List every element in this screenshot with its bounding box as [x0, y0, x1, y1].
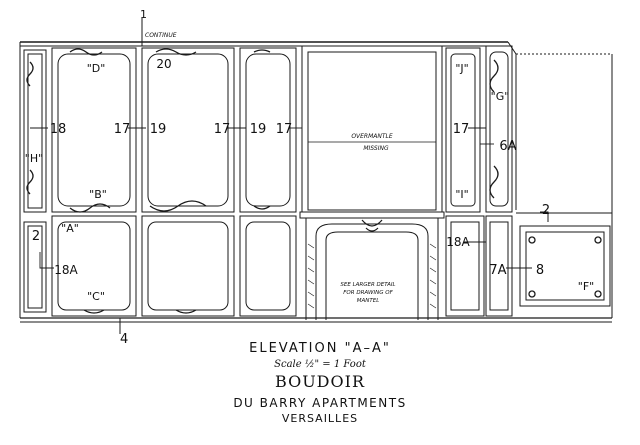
callout-n17-d: 17 [453, 122, 470, 137]
panel-c-frame [51, 215, 137, 317]
callout-n18-left: 18 [50, 122, 67, 137]
overmantle-note-line1: OVERMANTLE [351, 133, 393, 140]
mantel-cartouche [361, 219, 383, 232]
section-marker-bottom: 4 [120, 332, 128, 347]
callout-c: "C" [87, 290, 105, 303]
callout-n2-right: 2 [542, 203, 550, 218]
elevation-title: ELEVATION "A–A" [249, 341, 391, 356]
panel-lower-right-frame [445, 215, 485, 317]
mantel-arch [315, 223, 429, 237]
section-line-right [540, 211, 549, 222]
apartments-title: DU BARRY APARTMENTS [233, 396, 407, 410]
mantel-hatching-left [307, 243, 315, 309]
callout-n7a: 7A [489, 263, 506, 278]
panel-d-frame [51, 47, 137, 213]
mantel-shelf [299, 211, 445, 219]
callout-n6a: 6A [499, 139, 516, 154]
carved-ornaments [26, 48, 602, 314]
callout-i: "I" [455, 188, 468, 201]
panel-j-inner [450, 53, 476, 207]
callout-g: "G" [491, 90, 510, 103]
door-leaf-upper-inner [147, 53, 229, 207]
panel-f-frame [519, 225, 611, 307]
callout-n8: 8 [536, 263, 544, 278]
panel-j-frame [445, 47, 481, 213]
callout-n17-a: 17 [114, 122, 131, 137]
pilaster-7a-inner [489, 221, 509, 311]
callout-a: "A" [61, 222, 79, 235]
section-marker-top: 1 [140, 8, 147, 21]
mantel-hatching-right [429, 243, 437, 309]
pilaster-g-inner [489, 51, 509, 207]
mantel-note-line3: MANTEL [357, 298, 380, 304]
mantel-opening [325, 231, 419, 241]
overmantle-inner [307, 51, 437, 211]
door-leaf-lower-frame [141, 215, 235, 317]
callout-n19-a: 19 [150, 122, 167, 137]
mantel-note-line1: SEE LARGER DETAIL [340, 282, 395, 288]
mantel-note-line2: FOR DRAWING OF [343, 290, 393, 296]
callout-n20: 20 [156, 57, 171, 71]
mantel-jamb-left [315, 236, 327, 320]
callout-f: "F" [578, 280, 594, 293]
room-title: BOUDOIR [275, 372, 365, 391]
left-pilaster-upper-inner [27, 53, 43, 209]
callout-n18a-left: 18A [54, 263, 78, 277]
panel-c-inner [57, 221, 131, 311]
callout-d: "D" [87, 62, 106, 75]
pilaster-g-frame [485, 45, 513, 213]
door-right-lower-frame [239, 215, 297, 317]
callout-j: "J" [455, 62, 468, 75]
callout-n18a-right: 18A [446, 235, 470, 249]
overmantle-frame [301, 45, 443, 213]
overmantle-note-line2: MISSING [363, 145, 389, 152]
door-right-upper-inner [245, 53, 291, 207]
pilaster-7a-frame [485, 215, 513, 317]
panel-f-inner [525, 231, 605, 301]
continue-note: CONTINUE [145, 32, 177, 39]
callout-n17-c: 17 [276, 122, 293, 137]
callout-n2-left: 2 [32, 229, 40, 244]
left-pilaster-lower-inner [27, 225, 43, 309]
left-pilaster-upper [23, 49, 47, 213]
place-title: VERSAILLES [281, 412, 359, 425]
callout-n19-b: 19 [250, 122, 267, 137]
door-right-upper-frame [239, 47, 297, 213]
mantel-outer [305, 218, 439, 320]
scale-note: Scale ½" = 1 Foot [274, 359, 366, 370]
door-leaf-lower-inner [147, 221, 229, 311]
callout-h: "H" [25, 152, 43, 165]
door-right-lower-inner [245, 221, 291, 311]
callout-n17-b: 17 [214, 122, 231, 137]
leader-lines [30, 127, 532, 269]
panel-lower-right-inner [450, 221, 480, 311]
mantel-jamb-right [417, 236, 429, 320]
callout-b: "B" [89, 188, 107, 201]
left-pilaster-lower [23, 221, 47, 313]
door-leaf-upper-frame [141, 47, 235, 213]
callout-layer: "D" 20 "J" "G" 18 17 19 17 19 17 17 6A "H" "B" "I" "A" 2… [25, 57, 594, 303]
